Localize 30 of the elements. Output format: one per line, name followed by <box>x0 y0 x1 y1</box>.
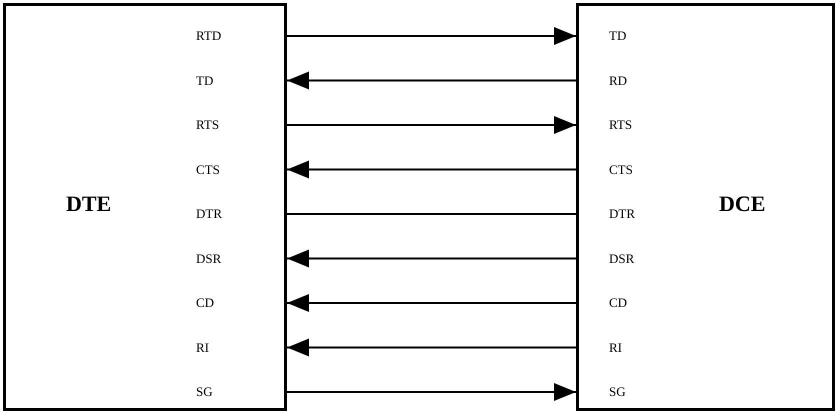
pin-label: RD <box>579 70 669 90</box>
pin-label: DSR <box>579 248 669 268</box>
device-label: DCE <box>719 191 766 217</box>
arrow <box>287 338 576 356</box>
arrow <box>287 27 576 45</box>
arrow <box>287 72 576 90</box>
pin-label: SG <box>196 382 284 402</box>
pin-label: CD <box>196 293 284 313</box>
pin-label: CTS <box>579 160 669 180</box>
pin-label: DTR <box>579 204 669 224</box>
pin-label: RI <box>579 338 669 358</box>
pin-label: CTS <box>196 160 284 180</box>
pin-label: CD <box>579 293 669 313</box>
pin-label: RTS <box>579 115 669 135</box>
pin-label: RTS <box>196 115 284 135</box>
pin-label: DSR <box>196 248 284 268</box>
arrow <box>287 383 576 401</box>
pin-label: TD <box>196 70 284 90</box>
device-box <box>3 3 287 411</box>
pin-label: DTR <box>196 204 284 224</box>
pin-label: TD <box>579 26 669 46</box>
arrow <box>287 116 576 134</box>
arrow <box>287 160 576 178</box>
device-label: DTE <box>66 191 112 217</box>
arrow <box>287 250 576 268</box>
pin-label: SG <box>579 382 669 402</box>
arrow <box>287 294 576 312</box>
pin-label: RI <box>196 338 284 358</box>
device-box <box>576 3 835 411</box>
pin-label: RTD <box>196 26 284 46</box>
